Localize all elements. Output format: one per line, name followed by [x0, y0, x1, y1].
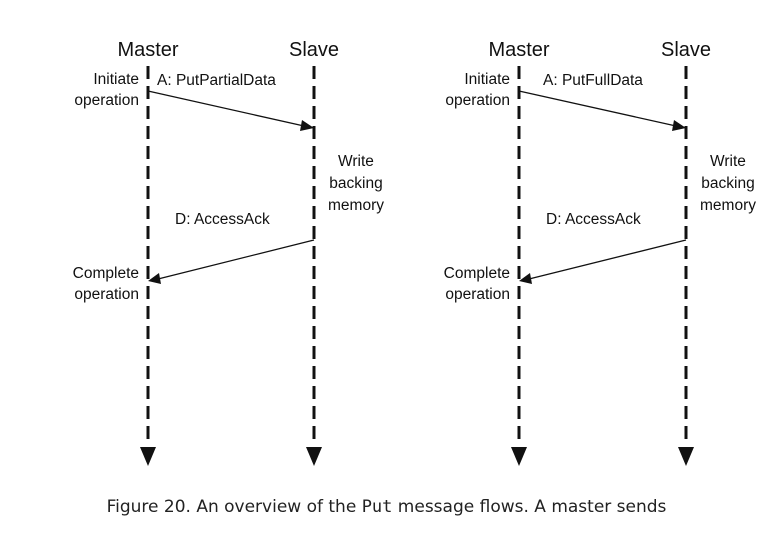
slave-lifeline-arrowhead	[678, 447, 694, 466]
request-arrowhead	[300, 120, 314, 131]
slave-column-title: Slave	[289, 39, 339, 61]
slave-action-line3: memory	[700, 197, 756, 214]
put-message-flow-diagram: Master Slave Initiate operation A: PutPa…	[73, 39, 756, 466]
caption-prefix: Figure 20. An overview of the	[106, 497, 362, 517]
slave-action-line1: Write	[710, 153, 746, 170]
request-arrow	[518, 90, 677, 127]
initiate-operation-line2: operation	[74, 92, 139, 109]
response-arrow	[157, 239, 315, 280]
slave-action-line2: backing	[329, 175, 382, 192]
complete-operation-line2: operation	[445, 286, 510, 303]
request-arrow	[147, 90, 305, 127]
initiate-operation-line2: operation	[445, 92, 510, 109]
request-message-label: A: PutPartialData	[157, 72, 276, 89]
master-column-title: Master	[117, 39, 178, 61]
slave-column-title: Slave	[661, 39, 711, 61]
request-arrowhead	[672, 120, 686, 131]
initiate-operation-line1: Initiate	[464, 71, 510, 88]
figure-caption: Figure 20. An overview of the Put messag…	[0, 497, 773, 517]
caption-suffix: message flows. A master sends	[392, 497, 667, 517]
response-arrow	[528, 239, 687, 280]
slave-lifeline-arrowhead	[306, 447, 322, 466]
response-message-label: D: AccessAck	[175, 211, 270, 228]
response-arrowhead	[519, 273, 532, 284]
complete-operation-line1: Complete	[444, 265, 510, 282]
complete-operation-line2: operation	[74, 286, 139, 303]
response-arrowhead	[148, 273, 161, 284]
flow-put-full-data: Master Slave Initiate operation A: PutFu…	[444, 39, 756, 466]
slave-action-line1: Write	[338, 153, 374, 170]
slave-action-line3: memory	[328, 197, 384, 214]
request-message-label: A: PutFullData	[543, 72, 643, 89]
caption-code: Put	[361, 497, 393, 517]
flow-put-partial-data: Master Slave Initiate operation A: PutPa…	[73, 39, 384, 466]
master-column-title: Master	[488, 39, 549, 61]
master-lifeline-arrowhead	[140, 447, 156, 466]
response-message-label: D: AccessAck	[546, 211, 641, 228]
master-lifeline-arrowhead	[511, 447, 527, 466]
initiate-operation-line1: Initiate	[93, 71, 139, 88]
complete-operation-line1: Complete	[73, 265, 139, 282]
slave-action-line2: backing	[701, 175, 754, 192]
